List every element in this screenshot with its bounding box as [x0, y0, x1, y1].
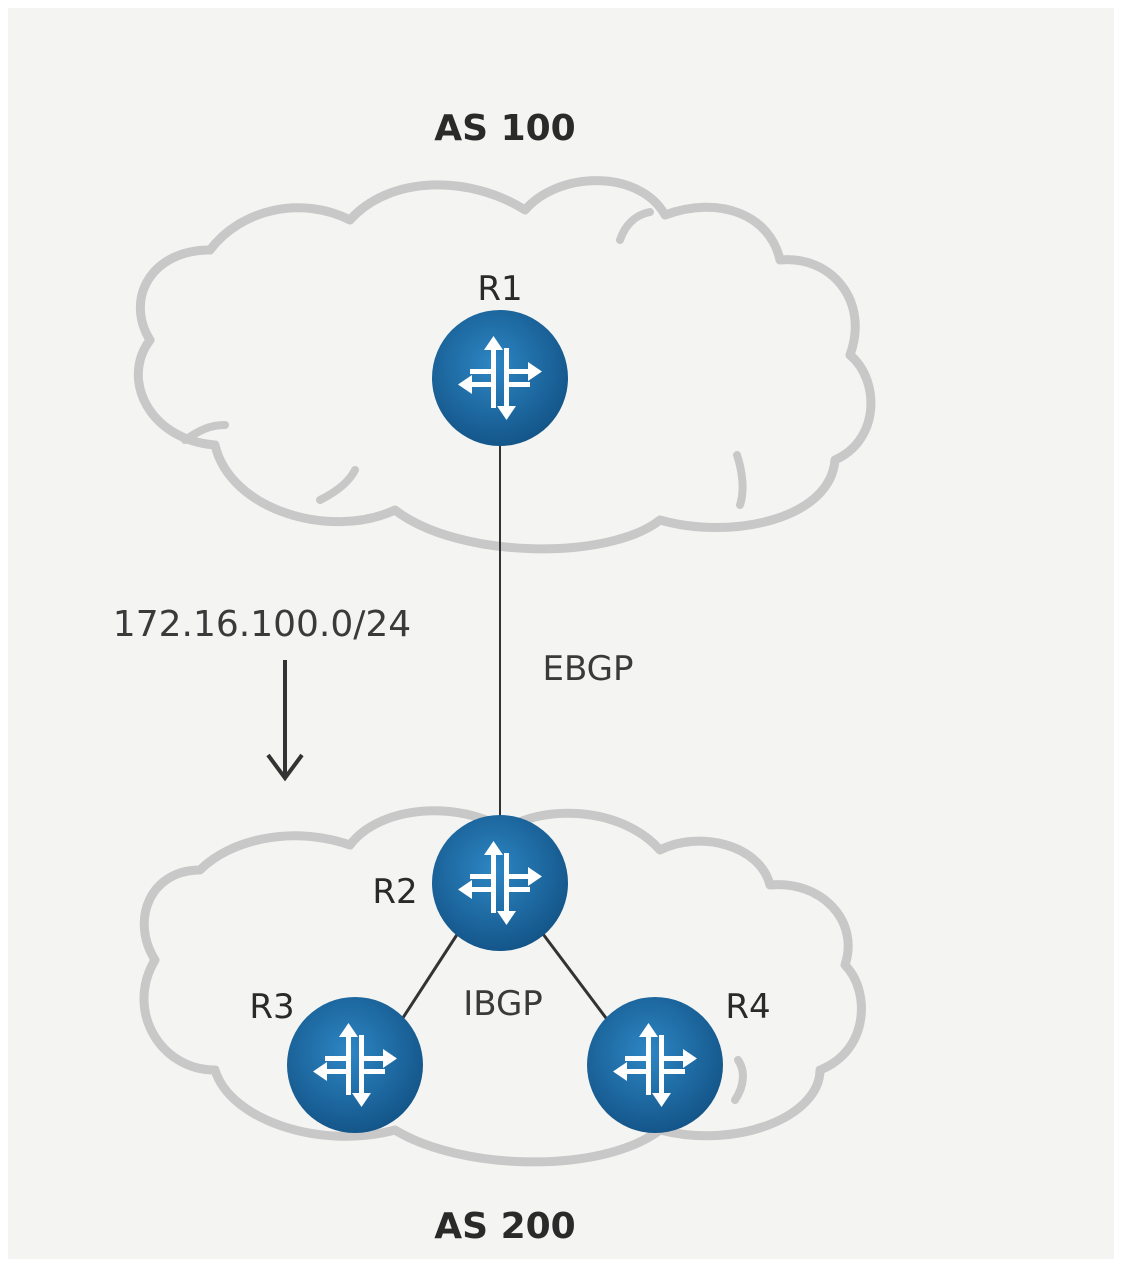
router-r1-icon: [432, 310, 568, 446]
router-r1-label: R1: [477, 269, 522, 309]
router-r2-label: R2: [372, 872, 417, 912]
down-arrow-icon: [266, 660, 304, 782]
ibgp-link-r2-r4: [538, 929, 617, 1031]
as200-label: AS 200: [434, 1206, 575, 1247]
diagram-panel: [8, 8, 1114, 1259]
router-r4-label: R4: [725, 987, 770, 1027]
ibgp-label: IBGP: [463, 984, 543, 1024]
ibgp-link-r2-r3: [393, 929, 462, 1031]
cloud-as100: [133, 176, 876, 554]
prefix-label: 172.16.100.0/24: [113, 604, 411, 645]
router-r3-label: R3: [249, 987, 294, 1027]
router-r4-icon: [587, 997, 723, 1133]
ebgp-label: EBGP: [542, 649, 633, 689]
router-r3-icon: [287, 997, 423, 1133]
as100-label: AS 100: [434, 108, 575, 149]
router-r2-icon: [432, 815, 568, 951]
